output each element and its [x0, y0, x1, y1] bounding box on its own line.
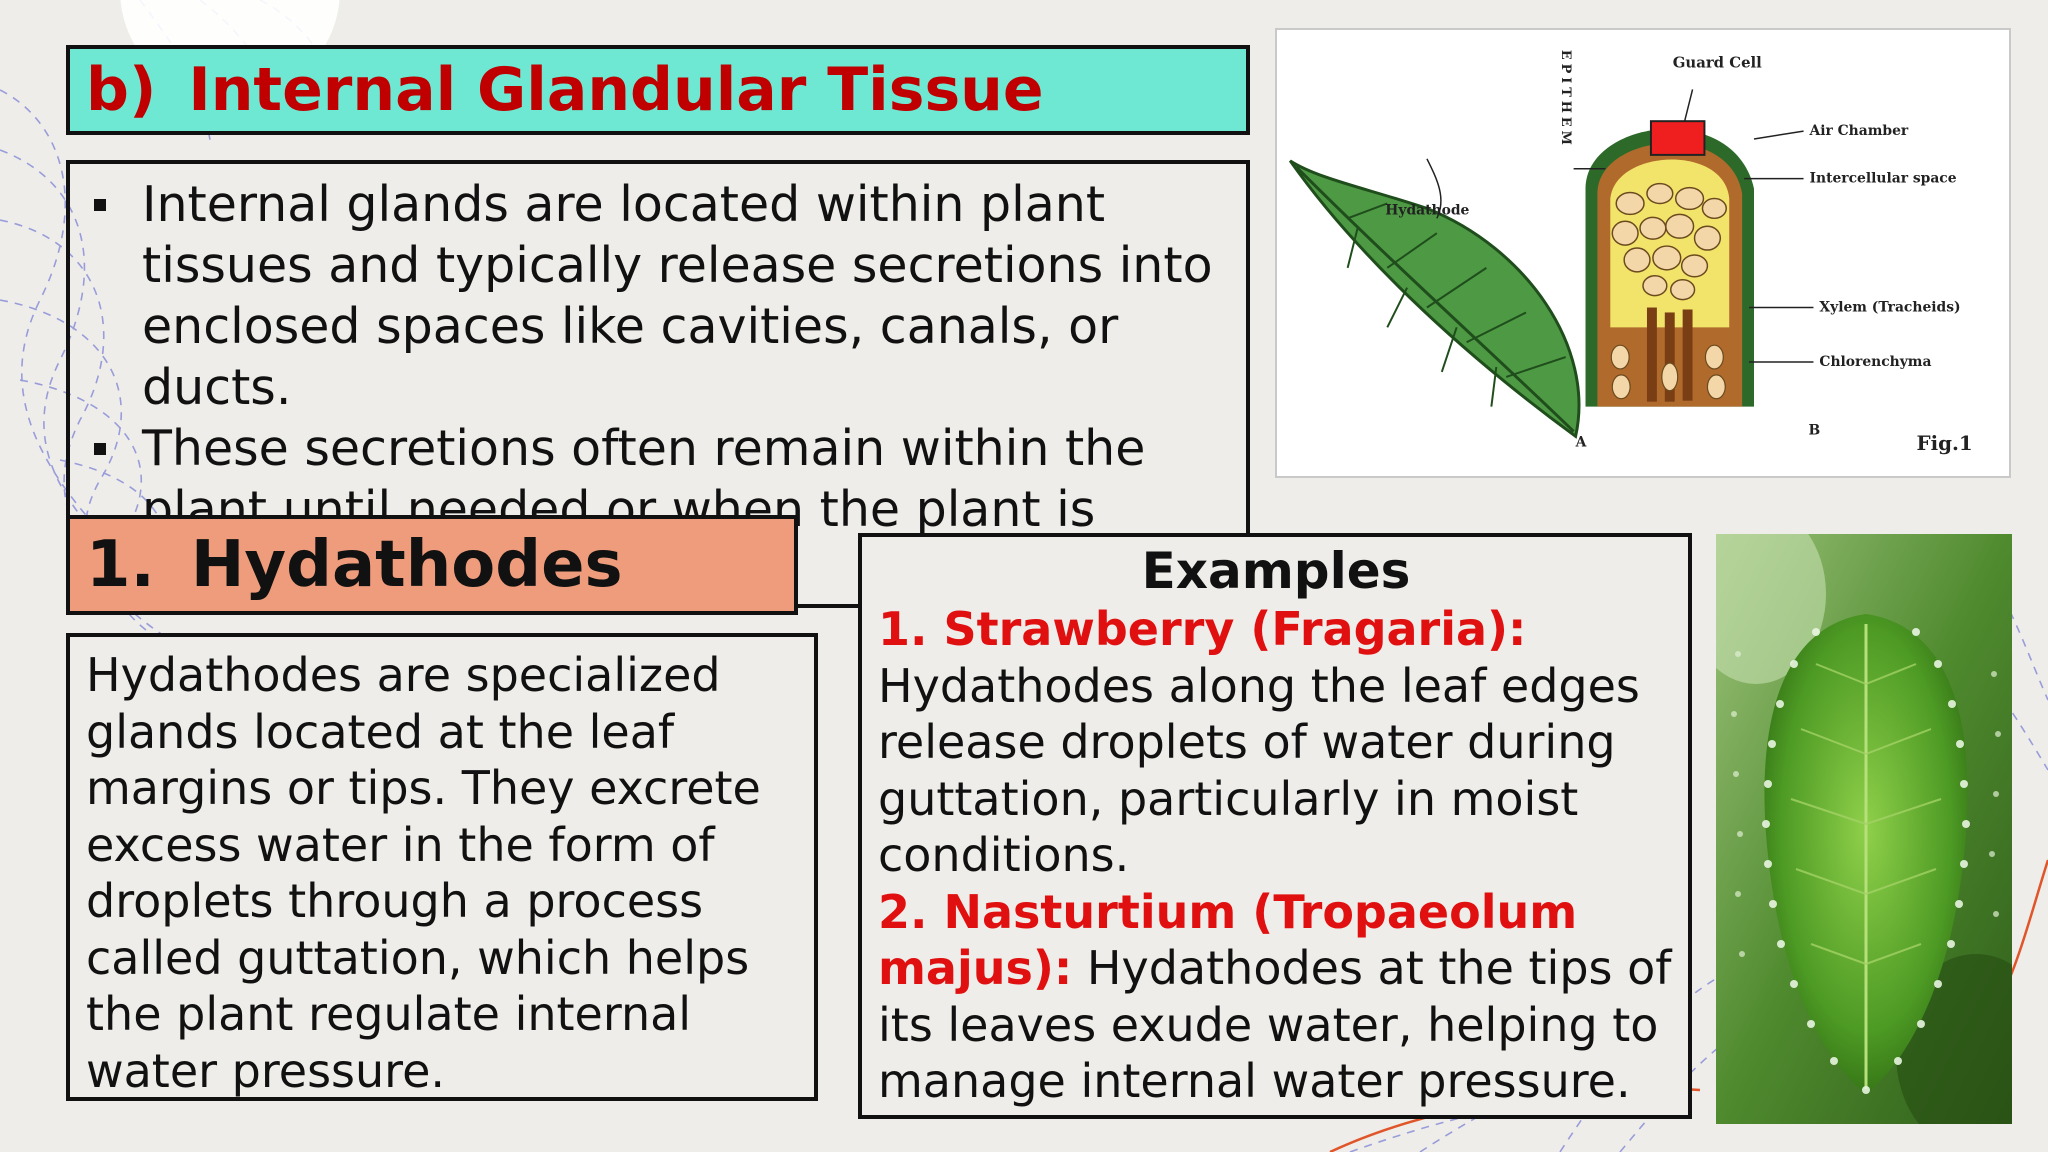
examples-heading: Examples [1141, 542, 1411, 600]
example-name: 1. Strawberry (Fragaria): [878, 602, 1527, 656]
intro-bullet-list: Internal glands are located within plant… [90, 174, 1226, 540]
example-item-2: 2. Nasturtium (Tropaeolum majus): Hydath… [878, 884, 1674, 1110]
example-text: Hydathodes along the leaf edges release … [878, 658, 1640, 883]
bullet-text: Internal glands are located within plant… [142, 176, 1213, 416]
section-text: Hydathodes [190, 528, 623, 602]
example-text: Hydathodes at the tips of its leaves exu… [878, 941, 1672, 1108]
cross-section-illustration [1585, 120, 1755, 407]
section-number: 1. [86, 528, 155, 602]
diagram-svg: Hydathode [1288, 50, 1973, 455]
intercellular-space-label: Intercellular space [1810, 171, 1957, 187]
intro-text-box: Internal glands are located within plant… [66, 160, 1250, 608]
hydathode-description-box: Hydathodes are specialized glands locate… [66, 633, 818, 1101]
panel-b-label: B [1809, 422, 1821, 438]
hydathode-label: Hydathode [1385, 202, 1469, 218]
example-item-1: 1. Strawberry (Fragaria): Hydathodes alo… [878, 601, 1674, 884]
leaf-illustration [1288, 159, 1581, 439]
guard-cell-label: Guard Cell [1673, 54, 1762, 72]
guttation-leaf-photo [1716, 534, 2012, 1124]
chlorenchyma-label: Chlorenchyma [1819, 354, 1931, 370]
example-name: 2. Nasturtium (Tropaeolum majus): [878, 884, 1578, 996]
section-title: 1. Hydathodes [66, 515, 798, 615]
hydathode-diagram: Hydathode [1275, 28, 2011, 478]
panel-a-label: A [1575, 434, 1587, 450]
fig-caption: Fig.1 [1917, 431, 1973, 455]
epithem-label: EPITHEM [1558, 50, 1573, 149]
title-number: b) [86, 55, 157, 125]
title-text: Internal Glandular Tissue [188, 55, 1044, 125]
xylem-label: Xylem (Tracheids) [1819, 299, 1960, 315]
intro-bullet-1: Internal glands are located within plant… [90, 174, 1226, 418]
slide-title: b) Internal Glandular Tissue [66, 45, 1250, 135]
examples-box: Examples 1. Strawberry (Fragaria): Hydat… [858, 533, 1692, 1119]
leaf-photo-svg [1716, 534, 2012, 1124]
hydathode-description: Hydathodes are specialized glands locate… [86, 648, 761, 1098]
air-chamber-label: Air Chamber [1809, 123, 1909, 139]
